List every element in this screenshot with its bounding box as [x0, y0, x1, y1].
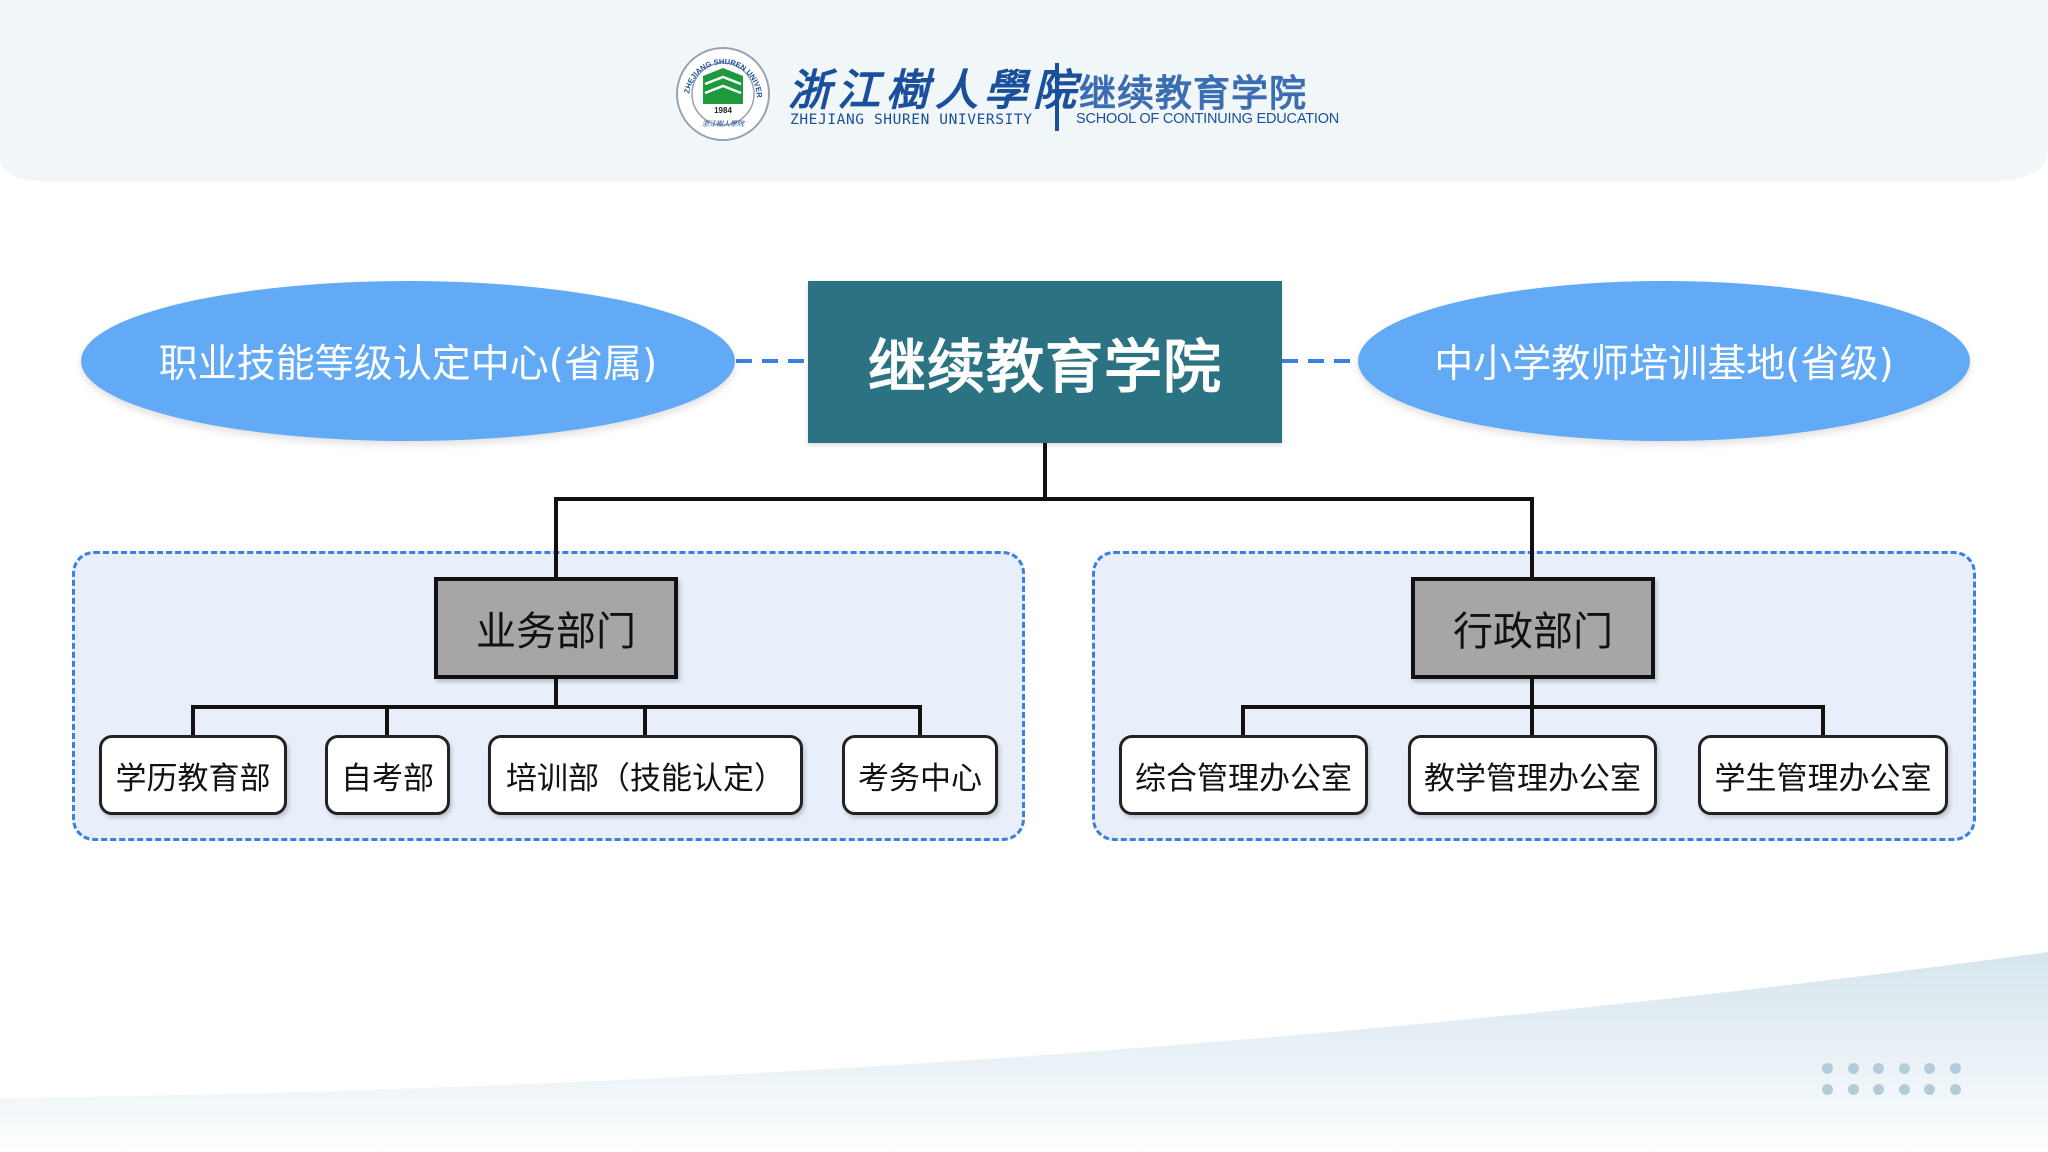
department-node-business: 业务部门: [434, 577, 678, 679]
university-seal-logo: ZHEJIANG SHUREN UNIVERSITY 1984 浙江樹人學院: [675, 46, 770, 141]
decorative-dot: [1924, 1084, 1935, 1095]
affiliate-node-right: 中小学教师培训基地(省级): [1358, 281, 1970, 441]
school-name-cn: 继续教育学院: [1079, 72, 1307, 115]
connector-unit: [643, 705, 647, 736]
connector-root-down: [1043, 443, 1047, 501]
decorative-dot: [1898, 1084, 1910, 1095]
unit-node-label: 学生管理办公室: [1714, 760, 1932, 797]
affiliate-node-right-label: 中小学教师培训基地(省级): [1434, 342, 1894, 387]
connector-to-admin: [1530, 497, 1534, 579]
decorative-dot: [1847, 1084, 1859, 1095]
decorative-dot: [1873, 1063, 1884, 1074]
decorative-dot: [1949, 1063, 1961, 1074]
connector-business-down: [554, 679, 558, 709]
unit-node-student-management-office: 学生管理办公室: [1698, 735, 1948, 815]
decorative-dot: [1898, 1063, 1910, 1074]
root-node-label: 继续教育学院: [867, 333, 1222, 401]
decorative-dot: [1847, 1063, 1859, 1074]
department-node-admin: 行政部门: [1411, 577, 1655, 679]
unit-node-self-study-exam: 自考部: [325, 735, 450, 815]
unit-node-teaching-management-office: 教学管理办公室: [1408, 735, 1657, 815]
connector-unit: [385, 705, 389, 736]
unit-node-training: 培训部（技能认定）: [488, 735, 803, 815]
decorative-dot-grid: [1822, 1063, 1961, 1095]
university-name-en: ZHEJIANG SHUREN UNIVERSITY: [790, 112, 1033, 128]
decorative-dot: [1873, 1084, 1884, 1095]
unit-node-academic-education: 学历教育部: [99, 735, 287, 815]
top-banner: [0, 0, 2048, 182]
connector-admin-horizontal: [1241, 705, 1825, 709]
decorative-dot: [1822, 1063, 1833, 1074]
affiliate-link-left: [736, 359, 808, 363]
affiliate-node-left-label: 职业技能等级认定中心(省属): [158, 342, 658, 387]
unit-node-general-management-office: 综合管理办公室: [1119, 735, 1368, 815]
connector-unit: [1241, 705, 1245, 736]
connector-root-horizontal: [554, 497, 1534, 501]
root-node: 继续教育学院: [808, 281, 1282, 443]
school-name-en: SCHOOL OF CONTINUING EDUCATION: [1076, 111, 1340, 127]
decorative-dot: [1949, 1084, 1961, 1095]
top-banner-right-curve: [1980, 150, 2048, 182]
department-node-admin-label: 行政部门: [1453, 609, 1613, 655]
unit-node-label: 培训部（技能认定）: [506, 760, 785, 797]
seal-year: 1984: [714, 106, 732, 115]
department-node-business-label: 业务部门: [476, 609, 636, 655]
connector-to-business: [554, 497, 558, 579]
unit-node-label: 综合管理办公室: [1135, 760, 1352, 797]
decorative-dot: [1822, 1084, 1833, 1095]
unit-node-exam-center: 考务中心: [842, 735, 998, 815]
affiliate-node-left: 职业技能等级认定中心(省属): [81, 281, 735, 441]
unit-node-label: 学历教育部: [115, 760, 271, 797]
affiliate-link-right: [1282, 359, 1358, 363]
seal-bottom-text: 浙江樹人學院: [702, 120, 745, 128]
unit-node-label: 考务中心: [858, 760, 982, 797]
bottom-wave: [0, 952, 2048, 1152]
decorative-dot: [1924, 1063, 1935, 1074]
unit-node-label: 教学管理办公室: [1424, 760, 1641, 797]
connector-unit: [1821, 705, 1825, 736]
connector-unit: [191, 705, 195, 736]
connector-business-horizontal: [191, 705, 922, 709]
university-name-cn: 浙江樹人學院: [788, 66, 1082, 116]
unit-node-label: 自考部: [341, 760, 434, 797]
connector-unit: [918, 705, 922, 736]
header-divider: [1055, 63, 1059, 131]
